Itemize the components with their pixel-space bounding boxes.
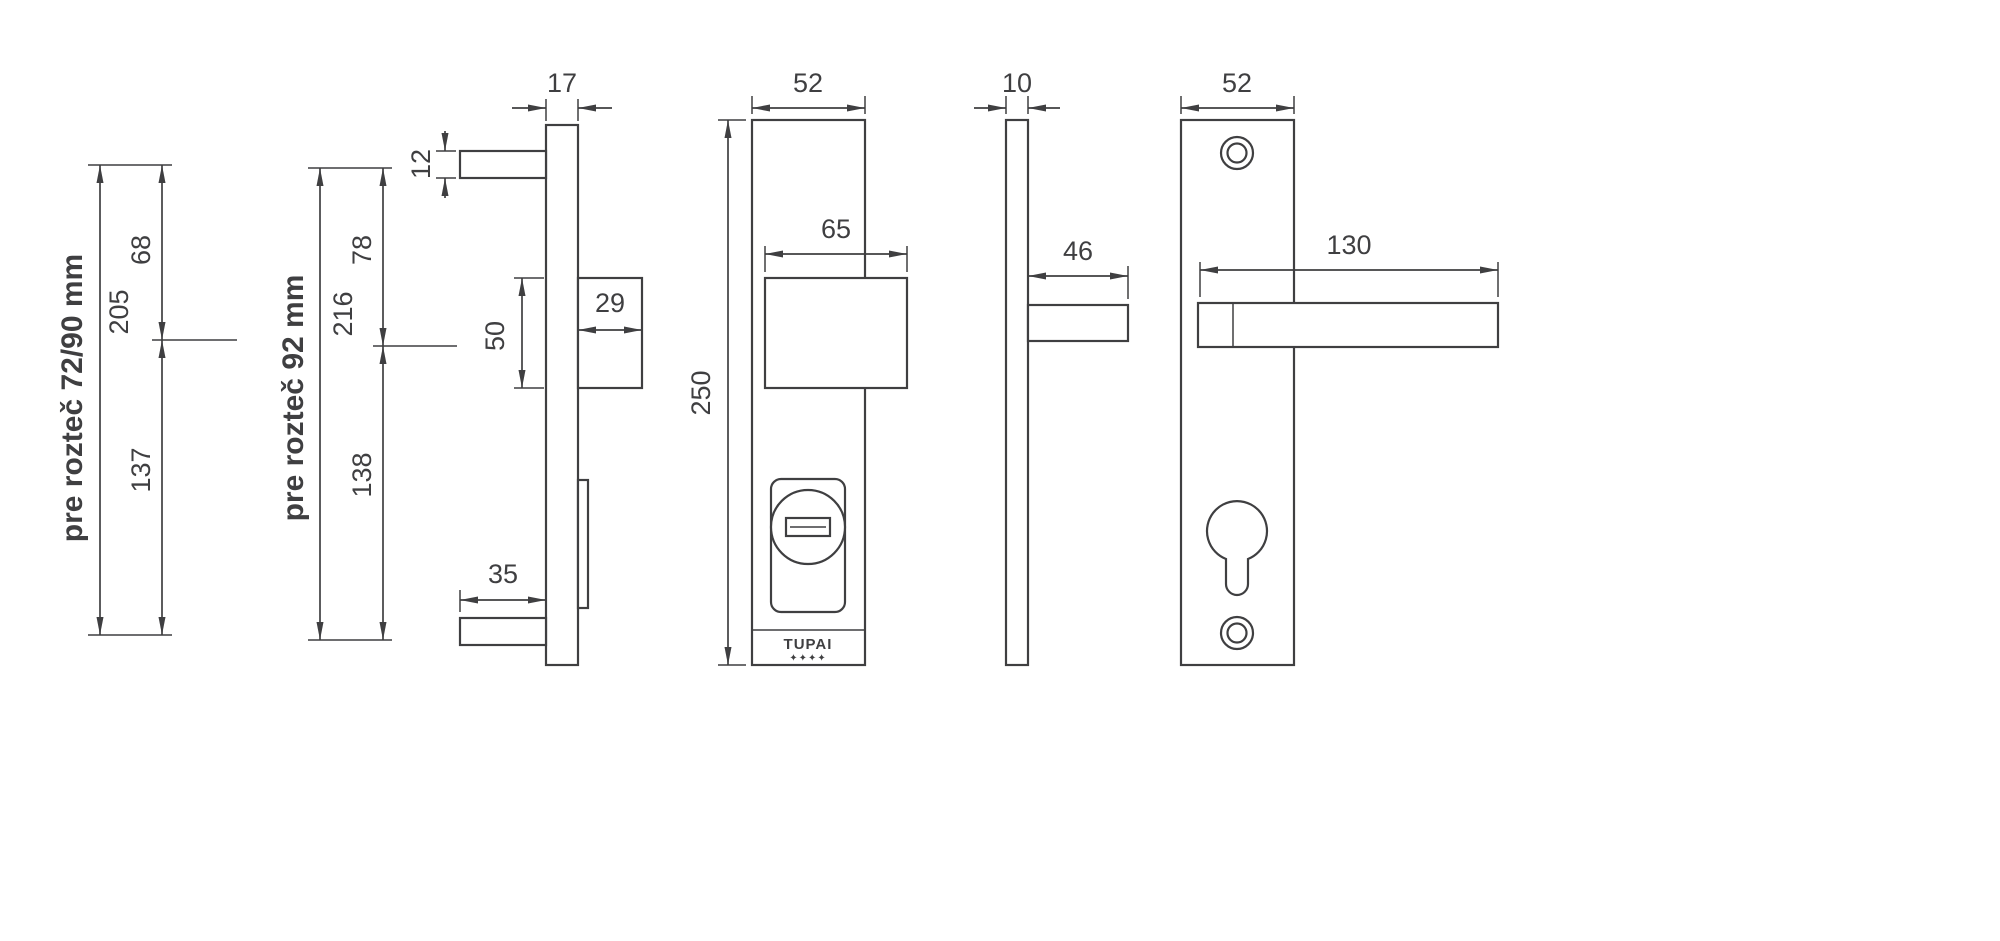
- pitch-group-92: pre rozteč 92 mm 216 78 138: [277, 167, 457, 641]
- screw-hole-top-inner: [1226, 142, 1248, 164]
- dim-value-10: 10: [1002, 68, 1032, 98]
- brand-name: TUPAI: [784, 636, 833, 653]
- plate-side-outline: [544, 123, 580, 667]
- front-view-interior: 52 130: [1179, 68, 1500, 667]
- cover-side-strip: [576, 478, 590, 610]
- plate-side-outline: [1004, 118, 1030, 667]
- dim-value-50: 50: [480, 321, 510, 351]
- brand-stars-icon: ✦✦✦✦: [789, 653, 827, 664]
- dim-value-216: 216: [328, 291, 358, 336]
- pitch-label-72-90: pre rozteč 72/90 mm: [56, 254, 89, 542]
- pitch-label-92: pre rozteč 92 mm: [277, 275, 310, 522]
- dim-value-46: 46: [1063, 236, 1093, 266]
- dim-value-12: 12: [406, 149, 436, 179]
- dim-value-138: 138: [347, 452, 377, 497]
- side-view-interior: 10 46: [974, 68, 1130, 667]
- dim-value-250: 250: [686, 370, 716, 415]
- dim-value-68: 68: [126, 235, 156, 265]
- side-view-exterior: 17 12 29 50 35: [406, 68, 644, 667]
- dim-value-205: 205: [104, 289, 134, 334]
- screw-hole-bottom-inner: [1226, 622, 1248, 644]
- bottom-fixing-bar: [458, 616, 548, 647]
- lever-front-outline: [1196, 301, 1500, 349]
- dim-value-137: 137: [126, 447, 156, 492]
- dim-value-65: 65: [821, 214, 851, 244]
- dim-value-78: 78: [347, 235, 377, 265]
- dim-value-52-int: 52: [1222, 68, 1252, 98]
- dim-value-29: 29: [595, 288, 625, 318]
- top-fixing-bar: [458, 149, 548, 180]
- cylinder-keyhole-outline: [1205, 500, 1269, 597]
- dim-value-17: 17: [547, 68, 577, 98]
- knob-front-outline: [763, 276, 909, 390]
- dim-value-35: 35: [488, 559, 518, 589]
- dim-value-52-ext: 52: [793, 68, 823, 98]
- lever-side-outline: [1026, 303, 1130, 343]
- front-view-exterior: 52 250 65 TUPAI ✦✦✦✦: [686, 68, 909, 667]
- dim-value-130: 130: [1326, 230, 1371, 260]
- pitch-group-72-90: pre rozteč 72/90 mm 205 68 137: [56, 164, 237, 636]
